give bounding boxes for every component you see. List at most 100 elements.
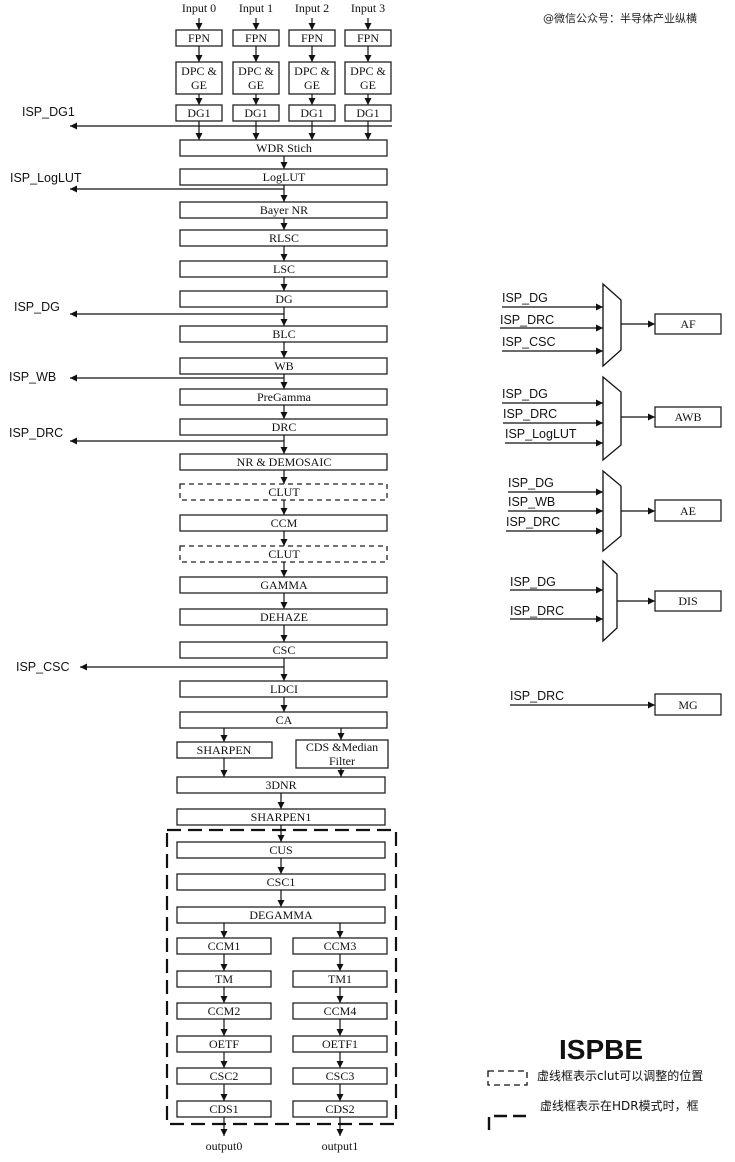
tap-isp-dg1: ISP_DG1 xyxy=(22,105,75,119)
input-1-label: Input 1 xyxy=(239,1,273,15)
awb-input-1: ISP_DRC xyxy=(503,407,557,421)
gamma-label: GAMMA xyxy=(260,578,308,592)
dg1-row: DG1 DG1 DG1 DG1 xyxy=(175,104,392,122)
ccm2-label: CCM2 xyxy=(208,1004,241,1018)
bayer-nr-label: Bayer NR xyxy=(260,203,308,217)
ae-label: AE xyxy=(680,504,696,518)
ae-mux xyxy=(602,469,622,553)
stats-ae: ISP_DG ISP_WB ISP_DRC AE xyxy=(506,469,722,553)
dg1-label-0: DG1 xyxy=(187,106,210,120)
tap-isp-csc: ISP_CSC xyxy=(16,660,70,674)
hdr-mode-frame xyxy=(165,828,398,1126)
loglut-label: LogLUT xyxy=(263,170,306,184)
af-mux xyxy=(602,282,622,368)
oetf-label: OETF xyxy=(209,1037,239,1051)
ae-block xyxy=(654,499,722,522)
watermark-text: @微信公众号：半导体产业纵横 xyxy=(543,11,697,25)
cus-label: CUS xyxy=(269,843,292,857)
cds-median-label-2: Filter xyxy=(329,754,355,768)
dg1-label-3: DG1 xyxy=(356,106,379,120)
af-label: AF xyxy=(680,317,696,331)
dpc-ge-block-2 xyxy=(288,61,336,95)
output1-label: output1 xyxy=(322,1139,359,1153)
af-input-2: ISP_CSC xyxy=(502,335,556,349)
dis-block xyxy=(654,590,722,612)
right-branch: CCM3 TM1 CCM4 OETF1 CSC3 CDS2 xyxy=(292,937,388,1136)
wb-label: WB xyxy=(274,359,293,373)
ccm1-label: CCM1 xyxy=(208,939,241,953)
tm-label: TM xyxy=(215,972,233,986)
af-input-0: ISP_DG xyxy=(502,291,548,305)
cds-median-block xyxy=(295,739,389,769)
ispbe-title: ISPBE xyxy=(559,1034,643,1065)
legend-dashed-note: 虚线框表示clut可以调整的位置 xyxy=(537,1068,703,1083)
dg-label: DG xyxy=(275,292,293,306)
dpc-ge-row: DPC & GE DPC & GE DPC & GE DPC & GE xyxy=(175,61,392,95)
tm1-label: TM1 xyxy=(328,972,352,986)
dpc-ge-block-3 xyxy=(344,61,392,95)
inputs: Input 0 Input 1 Input 2 Input 3 xyxy=(182,1,385,15)
fpn-label-1: FPN xyxy=(245,31,267,45)
mg-label: MG xyxy=(678,698,698,712)
dpc-ge-block-1 xyxy=(232,61,280,95)
mg-input-0: ISP_DRC xyxy=(510,689,564,703)
fpn-label-3: FPN xyxy=(357,31,379,45)
rlsc-label: RLSC xyxy=(269,231,299,245)
stats-dis: ISP_DG ISP_DRC DIS xyxy=(510,559,722,643)
dpc-ge-label-3a: DPC & xyxy=(350,64,386,78)
stats-mg: ISP_DRC MG xyxy=(510,689,722,716)
blc-label: BLC xyxy=(272,327,295,341)
awb-mux xyxy=(602,375,622,462)
dpc-ge-label-2b: GE xyxy=(304,78,320,92)
af-input-1: ISP_DRC xyxy=(500,313,554,327)
legend-hdr-note: 虚线框表示在HDR模式时，框 xyxy=(540,1099,699,1113)
degamma-label: DEGAMMA xyxy=(249,908,313,922)
dehaze-label: DEHAZE xyxy=(260,610,308,624)
dpc-ge-label-1a: DPC & xyxy=(238,64,274,78)
input-3-label: Input 3 xyxy=(351,1,385,15)
3dnr-label: 3DNR xyxy=(265,778,296,792)
sharpen1-label: SHARPEN1 xyxy=(251,810,312,824)
dis-label: DIS xyxy=(678,594,697,608)
drc-label: DRC xyxy=(272,420,297,434)
stats-af: ISP_DG ISP_DRC ISP_CSC AF xyxy=(500,282,722,368)
dis-input-1: ISP_DRC xyxy=(510,604,564,618)
lsc-label: LSC xyxy=(273,262,295,276)
legend-dashed-sample xyxy=(487,1070,528,1086)
stats-awb: ISP_DG ISP_DRC ISP_LogLUT AWB xyxy=(502,375,722,462)
ca-block xyxy=(179,711,388,729)
input-2-label: Input 2 xyxy=(295,1,329,15)
clut-label-1: CLUT xyxy=(268,485,300,499)
cds2-label: CDS2 xyxy=(325,1102,354,1116)
left-branch: CCM1 TM CCM2 OETF CSC2 CDS1 xyxy=(176,937,272,1136)
csc2-label: CSC2 xyxy=(210,1069,239,1083)
csc-label: CSC xyxy=(273,643,296,657)
tap-isp-dg: ISP_DG xyxy=(14,300,60,314)
dpc-ge-label-3b: GE xyxy=(360,78,376,92)
dg1-label-2: DG1 xyxy=(300,106,323,120)
tap-isp-loglut: ISP_LogLUT xyxy=(10,171,82,185)
ae-input-2: ISP_DRC xyxy=(506,515,560,529)
input-0-label: Input 0 xyxy=(182,1,216,15)
cds1-label: CDS1 xyxy=(209,1102,238,1116)
nr-demosaic-label: NR & DEMOSAIC xyxy=(237,455,332,469)
ccm3-label: CCM3 xyxy=(324,939,357,953)
dis-mux xyxy=(602,559,618,643)
legend-hdr-sample xyxy=(487,1114,528,1130)
ccm4-label: CCM4 xyxy=(324,1004,357,1018)
tap-isp-drc: ISP_DRC xyxy=(9,426,63,440)
awb-block xyxy=(654,406,722,428)
fpn-label-0: FPN xyxy=(188,31,210,45)
ldci-label: LDCI xyxy=(270,682,298,696)
wdr-stich-label: WDR Stich xyxy=(256,141,312,155)
dis-input-0: ISP_DG xyxy=(510,575,556,589)
oetf1-label: OETF1 xyxy=(322,1037,358,1051)
dpc-ge-label-0b: GE xyxy=(191,78,207,92)
mg-block xyxy=(654,693,722,716)
af-block xyxy=(654,313,722,335)
ca-label: CA xyxy=(276,713,293,727)
ccm-label: CCM xyxy=(271,516,298,530)
awb-input-0: ISP_DG xyxy=(502,387,548,401)
awb-input-2: ISP_LogLUT xyxy=(505,427,577,441)
